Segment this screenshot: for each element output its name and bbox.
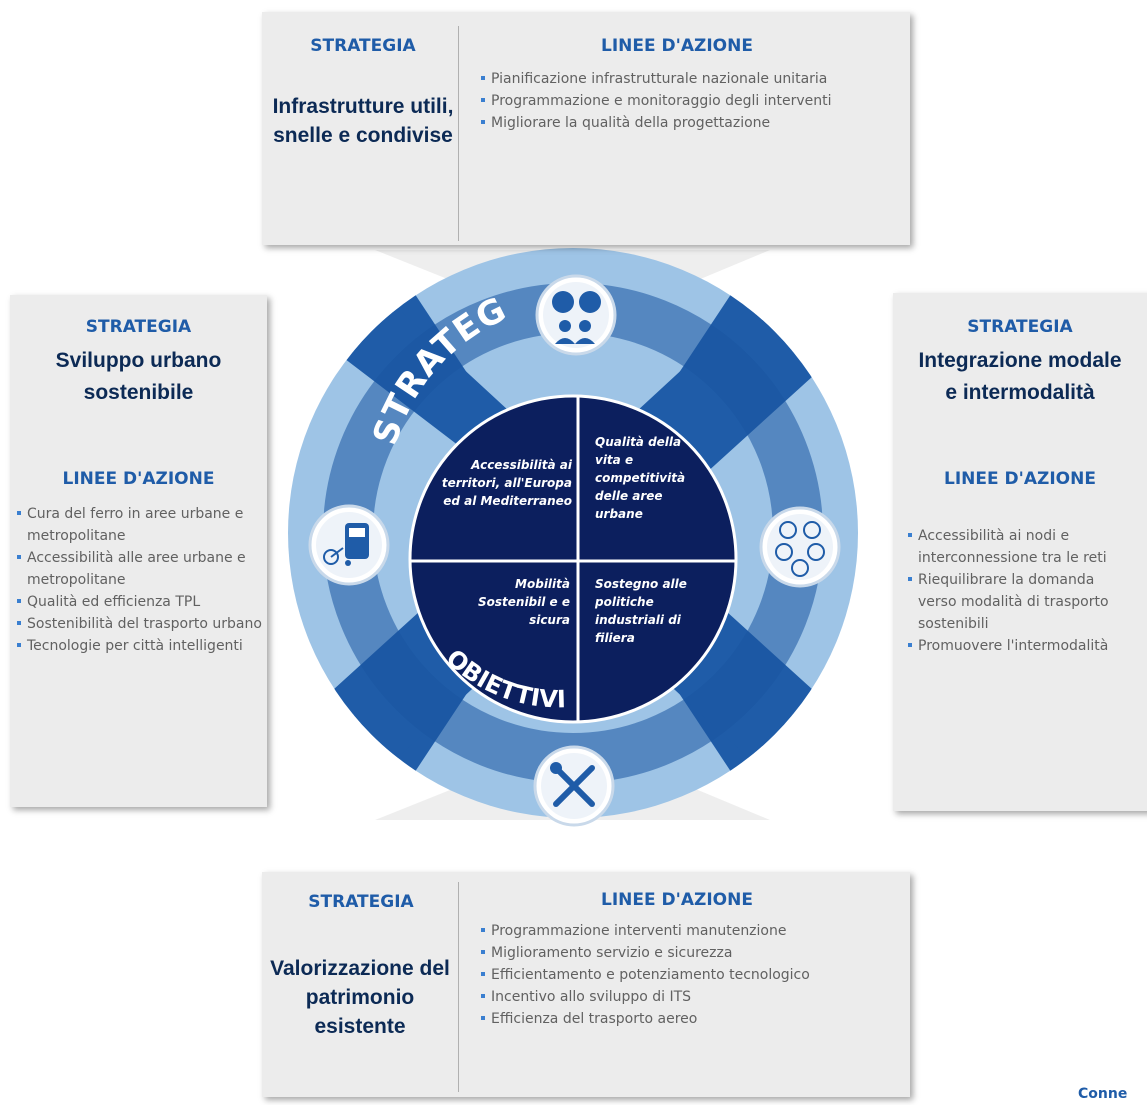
- actions-label: LINEE D'AZIONE: [944, 469, 1096, 489]
- list-item: Migliorare la qualità della progettazion…: [480, 112, 880, 134]
- list-item: Accessibilità ai nodi e interconnessione…: [907, 525, 1127, 569]
- actions-list: Cura del ferro in aree urbane e metropol…: [16, 503, 262, 657]
- actions-list: Pianificazione infrastrutturale nazional…: [480, 68, 880, 134]
- actions-label: LINEE D'AZIONE: [601, 890, 753, 910]
- box-divider: [458, 26, 459, 241]
- list-item: Incentivo allo sviluppo di ITS: [480, 986, 900, 1008]
- list-item: Qualità ed efficienza TPL: [16, 591, 262, 613]
- strategy-label: STRATEGIA: [967, 317, 1073, 337]
- strategy-box-infrastructure: STRATEGIA Infrastrutture utili, snelle e…: [262, 12, 910, 245]
- strategy-box-urban: STRATEGIA Sviluppo urbano sostenibile LI…: [10, 295, 267, 807]
- strategy-label: STRATEGIA: [85, 317, 192, 337]
- objective-sustainable-mobility: Mobilità Sostenibil e e sicura: [478, 577, 571, 627]
- list-item: Accessibilità alle aree urbane e metropo…: [16, 547, 262, 591]
- objective-quality-of-life: Qualità della vita e competitività delle…: [595, 435, 686, 521]
- list-item: Programmazione e monitoraggio degli inte…: [480, 90, 880, 112]
- actions-list: Programmazione interventi manutenzione M…: [480, 920, 900, 1030]
- list-item: Efficientamento e potenziamento tecnolog…: [480, 964, 900, 986]
- meeting-people-icon[interactable]: [535, 274, 617, 356]
- strategy-label: STRATEGIA: [310, 36, 416, 56]
- strategy-label: STRATEGIA: [308, 892, 414, 912]
- list-item: Pianificazione infrastrutturale nazional…: [480, 68, 880, 90]
- actions-list: Accessibilità ai nodi e interconnessione…: [907, 525, 1127, 657]
- list-item: Programmazione interventi manutenzione: [480, 920, 900, 942]
- strategy-title: Integrazione modale e intermodalità: [918, 349, 1122, 404]
- footer-link[interactable]: Conne: [1078, 1086, 1128, 1102]
- strategy-box-intermodality: STRATEGIA Integrazione modale e intermod…: [893, 293, 1147, 811]
- box-divider: [458, 882, 459, 1092]
- strategy-title: Infrastrutture utili, snelle e condivise: [272, 95, 454, 147]
- objective-accessibility: Accessibilità ai territori, all'Europa e…: [441, 458, 572, 508]
- intermodal-transport-icon[interactable]: [759, 506, 841, 588]
- list-item: Riequilibrare la domanda verso modalità …: [907, 569, 1127, 635]
- list-item: Cura del ferro in aree urbane e metropol…: [16, 503, 262, 547]
- actions-label: LINEE D'AZIONE: [601, 36, 753, 56]
- strategy-box-heritage: STRATEGIA Valorizzazione del patrimonio …: [262, 872, 910, 1097]
- objective-industrial-policies: Sostegno alle politiche industriali di f…: [595, 577, 687, 645]
- objectives-core: [408, 394, 738, 724]
- tools-icon[interactable]: [533, 745, 615, 827]
- list-item: Miglioramento servizio e sicurezza: [480, 942, 900, 964]
- list-item: Efficienza del trasporto aereo: [480, 1008, 900, 1030]
- list-item: Sostenibilità del trasporto urbano: [16, 613, 262, 635]
- actions-label: LINEE D'AZIONE: [62, 469, 215, 489]
- strategy-title: Valorizzazione del patrimonio esistente: [270, 957, 450, 1038]
- train-bicycle-icon[interactable]: [308, 504, 390, 586]
- list-item: Tecnologie per città intelligenti: [16, 635, 262, 657]
- strategy-title: Sviluppo urbano sostenibile: [55, 349, 222, 404]
- list-item: Promuovere l'intermodalità: [907, 635, 1127, 657]
